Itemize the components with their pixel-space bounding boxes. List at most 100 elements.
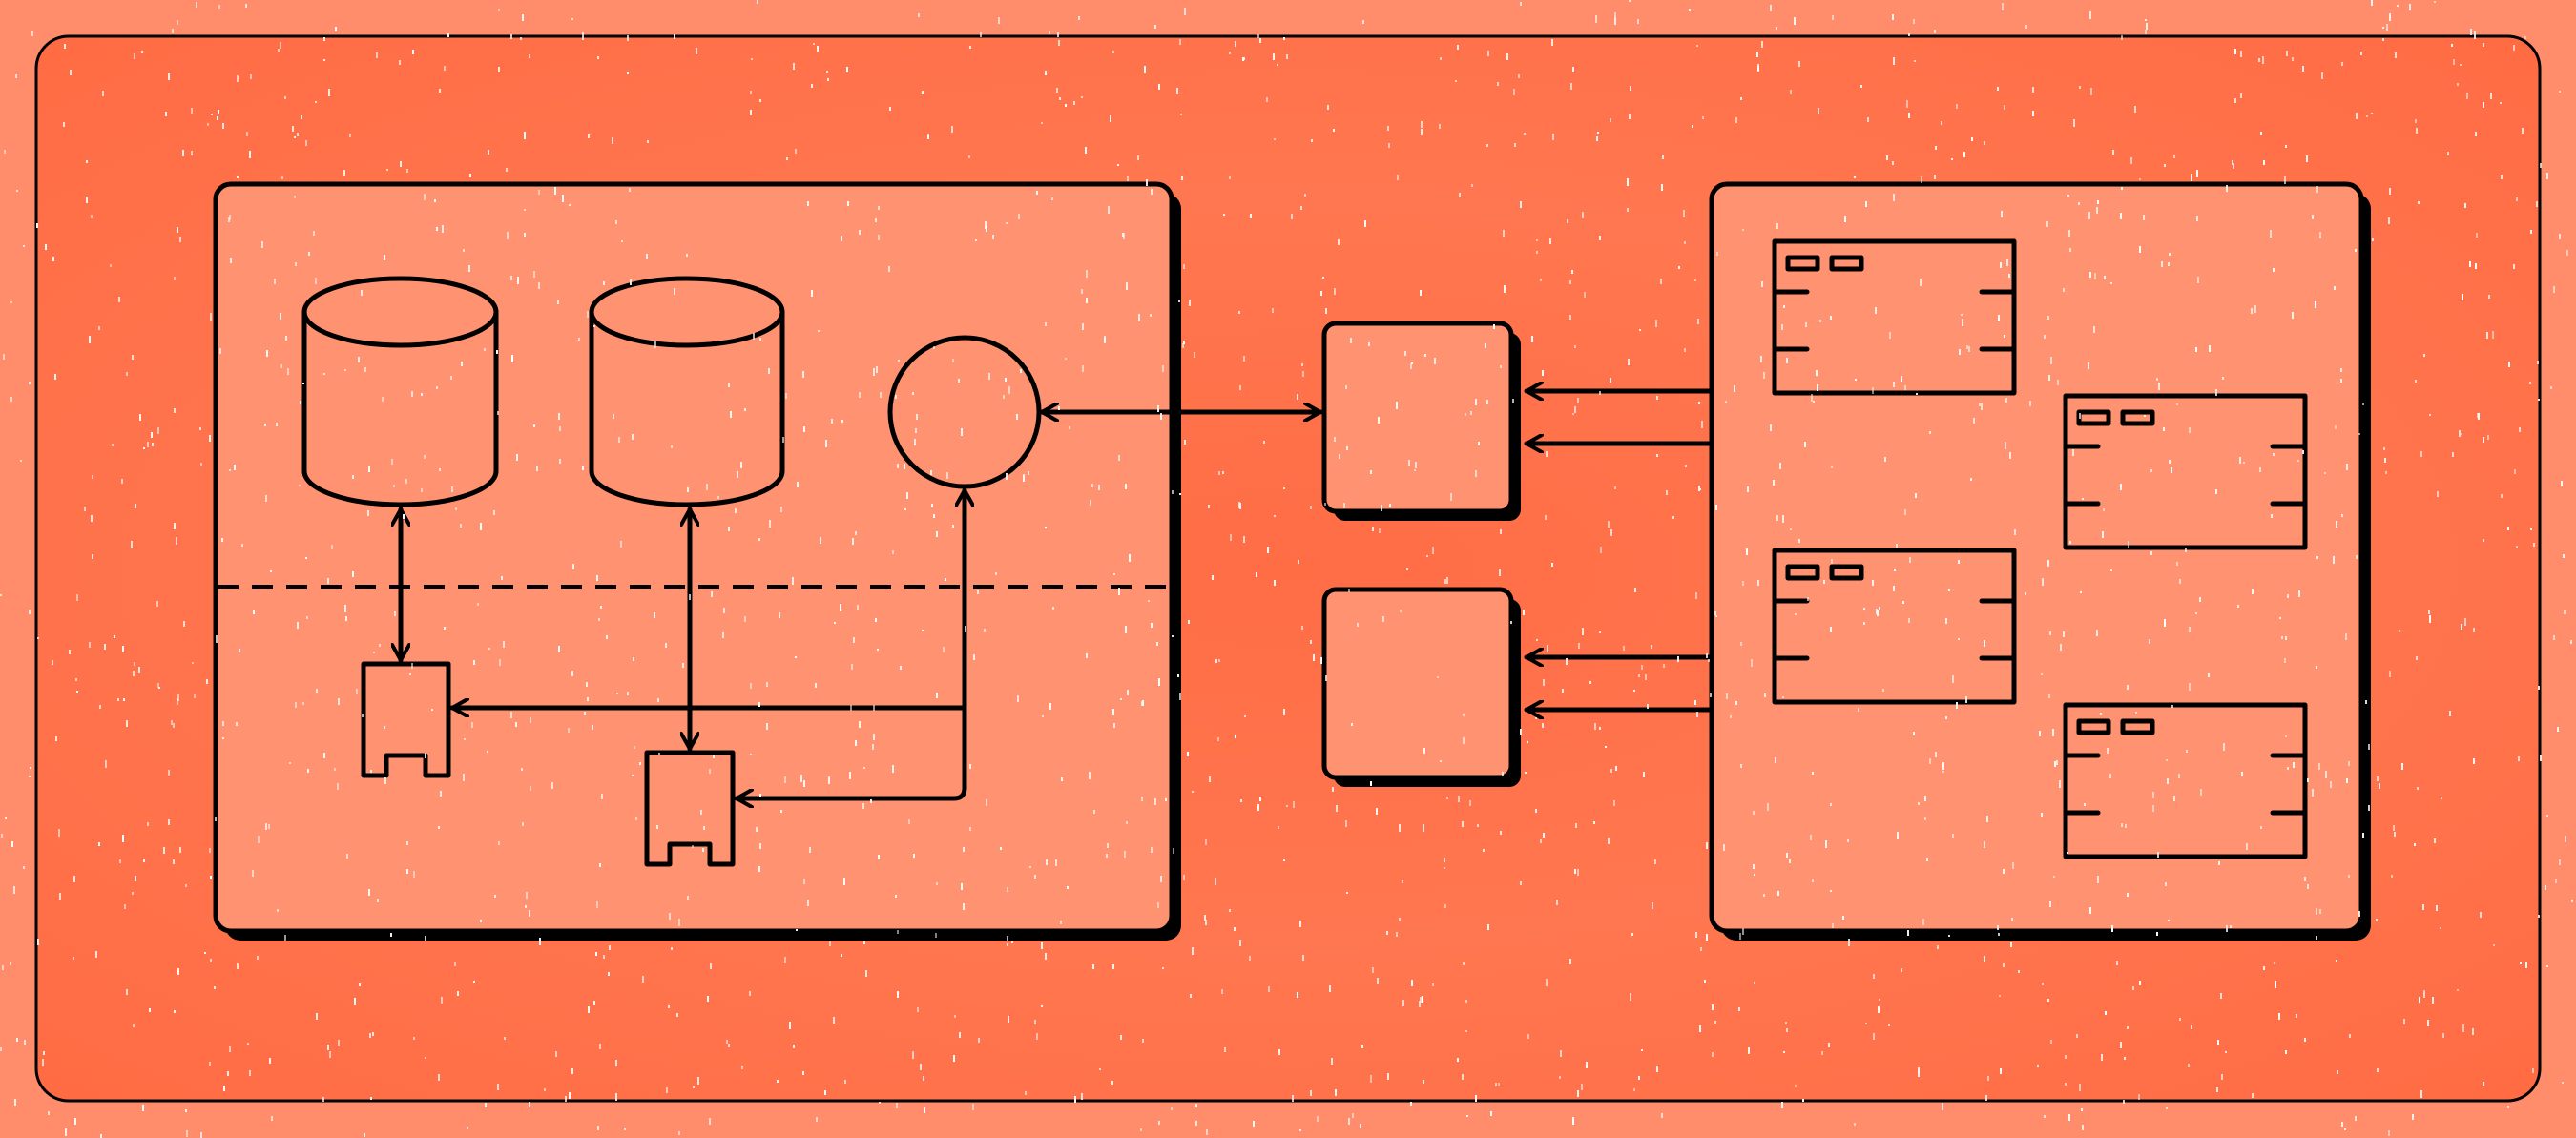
- speckle: [2088, 212, 2090, 219]
- speckle: [558, 646, 560, 652]
- speckle: [756, 827, 758, 832]
- speckle: [1951, 158, 1953, 160]
- speckle: [569, 1092, 571, 1099]
- speckle: [1423, 824, 1424, 832]
- speckle: [2423, 990, 2425, 998]
- speckle: [759, 338, 761, 341]
- speckle: [759, 843, 761, 849]
- speckle: [952, 359, 954, 362]
- speckle: [179, 237, 181, 242]
- speckle: [2233, 163, 2234, 169]
- speckle: [2553, 635, 2555, 640]
- speckle: [616, 693, 618, 694]
- speckle: [384, 726, 385, 729]
- speckle: [199, 427, 201, 430]
- speckle: [857, 605, 859, 610]
- speckle: [666, 1087, 668, 1093]
- speckle: [1776, 223, 1778, 229]
- speckle: [2149, 639, 2150, 644]
- speckle: [2044, 335, 2046, 339]
- speckle: [906, 492, 908, 499]
- speckle: [795, 149, 797, 154]
- speckle: [665, 643, 667, 648]
- speckle: [2348, 761, 2350, 766]
- speckle: [2449, 711, 2451, 716]
- speckle: [1692, 125, 1693, 128]
- speckle: [1981, 403, 1983, 410]
- speckle: [409, 673, 411, 675]
- speckle: [696, 48, 697, 54]
- speckle: [2014, 529, 2016, 535]
- speckle: [344, 369, 346, 371]
- speckle: [1082, 323, 1084, 330]
- speckle: [588, 134, 590, 138]
- speckle: [1487, 51, 1489, 56]
- speckle: [603, 281, 605, 285]
- speckle: [606, 635, 608, 639]
- speckle: [2050, 1040, 2052, 1044]
- speckle: [1194, 352, 1195, 358]
- speckle: [2356, 555, 2358, 559]
- speckle: [1937, 945, 1939, 949]
- speckle: [98, 326, 100, 330]
- speckle: [1913, 19, 1915, 24]
- speckle: [1786, 853, 1788, 858]
- speckle: [1536, 251, 1538, 254]
- speckle: [1546, 451, 1548, 457]
- speckle: [1697, 319, 1699, 324]
- speckle: [2307, 778, 2309, 782]
- speckle: [425, 1057, 426, 1059]
- speckle: [1629, 0, 1631, 2]
- speckle: [1183, 875, 1185, 880]
- speckle: [646, 254, 648, 259]
- speckle: [2529, 382, 2531, 384]
- speckle: [1999, 995, 2001, 997]
- speckle: [1011, 941, 1013, 943]
- speckle: [1397, 175, 1399, 180]
- speckle: [265, 823, 267, 830]
- speckle: [455, 507, 457, 510]
- speckle: [1613, 800, 1615, 806]
- speckle: [1655, 320, 1657, 327]
- speckle: [1178, 300, 1180, 302]
- speckle: [824, 1090, 826, 1095]
- speckle: [264, 424, 266, 426]
- speckle: [2068, 230, 2070, 237]
- speckle: [796, 929, 798, 931]
- speckle: [370, 770, 372, 773]
- speckle: [2003, 963, 2005, 967]
- speckle: [1157, 405, 1159, 412]
- speckle: [2003, 869, 2005, 874]
- speckle: [2519, 427, 2521, 432]
- speckle: [331, 545, 333, 549]
- speckle: [2296, 1014, 2297, 1018]
- speckle: [969, 827, 971, 831]
- speckle: [2225, 1051, 2227, 1053]
- speckle: [1739, 933, 1741, 940]
- speckle: [2089, 11, 2091, 19]
- speckle: [2312, 215, 2314, 219]
- speckle: [2067, 852, 2068, 854]
- speckle: [1916, 393, 1918, 395]
- speckle: [1942, 762, 1944, 770]
- speckle: [634, 746, 635, 749]
- speckle: [323, 37, 325, 41]
- speckle: [439, 89, 441, 93]
- speckle: [1389, 504, 1391, 507]
- speckle: [1948, 935, 1950, 937]
- speckle: [1963, 152, 1965, 157]
- speckle: [904, 464, 905, 469]
- speckle: [2065, 1055, 2067, 1059]
- speckle: [237, 75, 239, 82]
- speckle: [2273, 268, 2275, 272]
- speckle: [2, 965, 4, 970]
- speckle: [1984, 841, 1985, 848]
- speckle: [1605, 746, 1607, 748]
- speckle: [4, 150, 6, 154]
- speckle: [2176, 403, 2178, 405]
- speckle: [975, 239, 977, 241]
- speckle: [361, 290, 363, 296]
- speckle: [1229, 909, 1231, 912]
- speckle: [2278, 1013, 2280, 1020]
- speckle: [2304, 877, 2306, 881]
